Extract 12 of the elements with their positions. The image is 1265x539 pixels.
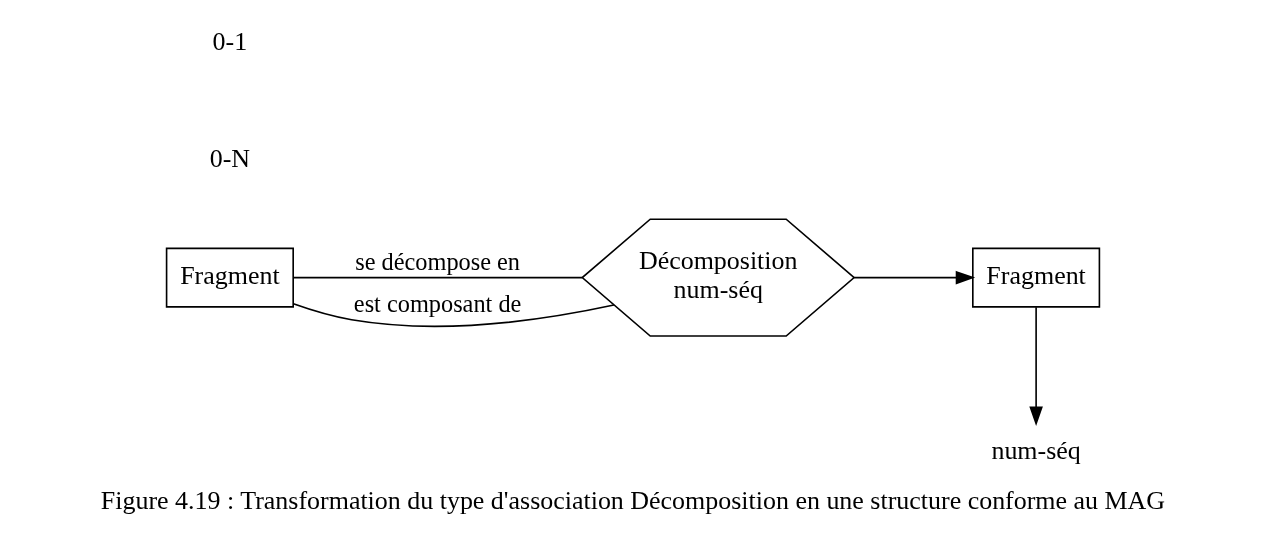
node-box: Fragment [971,247,1100,308]
caption: Figure 4.19 : Transformation du type d'association Décomposition en une structure conforme au MAG [100,486,1165,516]
connector [292,303,615,327]
arrow [852,270,975,285]
arrow [1028,306,1043,426]
connector [292,276,583,279]
label: 0-N [209,143,250,173]
edge-label: se décompose en [354,247,520,275]
node-text: num-séq [990,436,1081,466]
edge-label: est composant de [353,289,521,317]
node-box: Fragment [165,247,294,308]
label: 0-1 [212,27,247,57]
